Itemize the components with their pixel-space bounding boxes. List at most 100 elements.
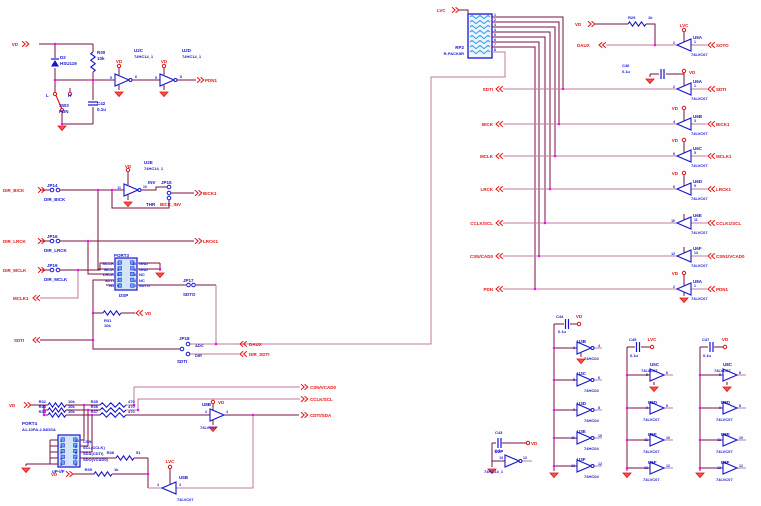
- port3-num-7: 7: [117, 279, 119, 283]
- pwr-vd-c43: VD: [531, 441, 538, 446]
- pin-u6e-l: 10: [671, 219, 675, 223]
- port-arrow-sdti-right: [707, 85, 716, 93]
- ref-u6e: U6E: [693, 213, 702, 218]
- val-u3f: 74HC04: [584, 474, 599, 479]
- port-arrow-vd-topleft: [21, 40, 30, 48]
- port3-num-1: 1: [117, 262, 119, 266]
- ref-u2d: U2D: [182, 48, 192, 53]
- pwr-vd-c44: VD: [576, 314, 583, 319]
- junction-dot-17: [42, 408, 46, 412]
- pin-u6f-l: 12: [671, 252, 675, 256]
- val-u6c: 74LVC07: [691, 163, 708, 168]
- resistor-r38: [115, 454, 135, 462]
- ref-r29: R29: [628, 15, 636, 20]
- switch-sw3: [52, 91, 73, 113]
- net-dir-bick: DIR_BICK: [44, 197, 66, 202]
- junction-dot-33: [552, 464, 556, 468]
- port-arrow-vd-r29: [587, 20, 596, 28]
- jumper-jp18: [179, 341, 191, 357]
- port3-num-9: 9: [117, 284, 119, 288]
- gate-u5a: [675, 38, 692, 52]
- pin-u5f-l: 13: [644, 466, 648, 470]
- ground-symbol-0: [114, 91, 124, 98]
- ground-symbol-2: [57, 125, 67, 132]
- pin-u2e-in: 11: [117, 186, 121, 190]
- pin-u8c-r: 6: [739, 371, 741, 375]
- val-c43: 0.1u: [495, 448, 504, 453]
- gate-u8e: [722, 433, 739, 447]
- ground-symbol-3: [123, 201, 133, 208]
- val-u6d: 74LVC07: [691, 196, 708, 201]
- text-layer: VDD2HSU119R3010kU2C74HC14_1U2D74HC14_1VD…: [3, 8, 745, 502]
- val-r36: 470: [128, 404, 135, 409]
- ref-u8b: U8B: [202, 402, 212, 407]
- wire-21: [111, 190, 170, 209]
- junction-dot-0: [53, 42, 57, 46]
- pin-u5d-r: 8: [666, 404, 668, 408]
- pin-u3e-l: 11: [571, 436, 575, 440]
- gate-u2c: [114, 73, 133, 87]
- ref-r34: R34: [39, 409, 47, 414]
- net-dir-mclk: DIR_MCLK: [44, 277, 68, 282]
- ground-symbol-4: [155, 272, 165, 279]
- resistor-r35: [99, 402, 127, 408]
- ref-c45: C45: [629, 337, 637, 342]
- port-bick1-left: BICK1: [203, 191, 217, 196]
- junction-dot-11: [214, 342, 218, 346]
- pwr-vd-u2d: VD: [161, 59, 168, 64]
- junction-dot-21: [561, 87, 565, 91]
- port-arrow-vd-r39: [65, 470, 74, 478]
- port-dir-sdti: DIR_SDTI: [249, 352, 270, 357]
- ref-u5d: U5D: [648, 400, 658, 405]
- port3-num-4: 4: [134, 279, 136, 283]
- port3-pin-vd: VD: [108, 283, 114, 288]
- resistor-r34: [47, 411, 67, 419]
- pwr-lvc-u5a: LVC: [680, 23, 689, 28]
- port-cclk-bus: CCLK/SCL: [470, 221, 493, 226]
- rp2-num-7: 7: [494, 43, 496, 47]
- wire-30: [40, 270, 79, 299]
- wire-19: [141, 186, 167, 191]
- ref-r30: R30: [97, 50, 106, 55]
- power-tap-2: [125, 167, 131, 173]
- gate-u3f: [576, 459, 595, 473]
- port-arrow-pdn-bus: [495, 285, 504, 293]
- ref-jp14: JP14: [47, 183, 58, 188]
- val-r29: 1k: [648, 15, 653, 20]
- port-csn1-vcad0: CSN1/VCAD0: [716, 254, 745, 259]
- val-u2d: 74HC14_1: [182, 54, 202, 59]
- port-arrow-bick1-right: [707, 120, 716, 128]
- pwr-vd-u8a: VD: [672, 271, 679, 276]
- gate-u8b: [209, 408, 226, 422]
- ground-symbol-6: [208, 426, 218, 433]
- pin-u5c-l: 5: [646, 373, 648, 377]
- gate-u5f: [649, 461, 666, 475]
- pwr-vd-r31: VD: [145, 311, 152, 316]
- gate-u2f: [504, 454, 523, 468]
- port-sdti-right: SDTI: [716, 87, 726, 92]
- pin-u8f-r: 12: [739, 464, 743, 468]
- port3-pin-gnd1: GND: [139, 261, 148, 266]
- ref-u8f: U8F: [721, 460, 730, 465]
- junction-dot-24: [548, 187, 552, 191]
- pin-u3e-r: 10: [598, 434, 602, 438]
- gate-u8c: [722, 368, 739, 382]
- junction-dot-40: [698, 438, 702, 442]
- wire-82: [492, 21, 560, 124]
- port-arrow-cclk1: [707, 219, 716, 227]
- power-tap-0: [116, 63, 122, 69]
- wire-84: [492, 31, 551, 189]
- port-arrow-dir-bick: [37, 186, 46, 194]
- ground-symbol-10: [576, 358, 586, 365]
- port-lrck1-left: LRCK1: [203, 239, 218, 244]
- pin-u2d-in: 9: [155, 76, 157, 80]
- val-r37: 470: [128, 409, 135, 414]
- pin-u3d-r: 8: [598, 406, 600, 410]
- wire-26: [87, 241, 114, 275]
- pin-u3f-l: 13: [571, 464, 575, 468]
- ref-jp18: JP18: [179, 336, 190, 341]
- port3-num-8: 8: [134, 268, 136, 272]
- pin-u6d-r: 9: [694, 184, 696, 188]
- port-csn-bus: CSN/CAD0: [470, 254, 494, 259]
